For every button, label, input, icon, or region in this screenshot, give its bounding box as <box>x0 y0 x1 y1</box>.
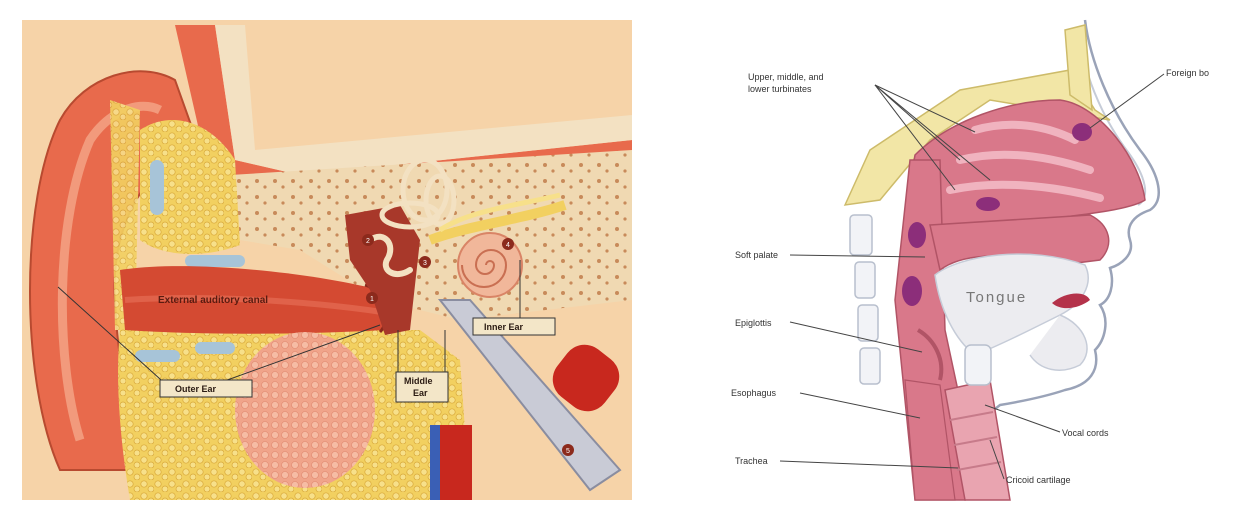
foreign-body-label: Foreign bo <box>1166 68 1209 78</box>
marker-3-text: 3 <box>423 260 427 267</box>
parotid-gland <box>235 332 375 488</box>
foreign-body-oropharynx <box>902 276 922 306</box>
cricoid-cartilage-label: Cricoid cartilage <box>1006 475 1071 485</box>
foreign-body-nose <box>1072 123 1092 141</box>
tongue-label: Tongue <box>966 289 1027 306</box>
cartilage-2 <box>185 255 245 267</box>
marker-4-text: 4 <box>506 242 510 249</box>
jugular-vein-red <box>440 425 472 500</box>
trachea-label: Trachea <box>735 456 768 466</box>
vocal-cords-label: Vocal cords <box>1062 428 1109 438</box>
cervical-spine <box>850 215 880 384</box>
outer-ear-label: Outer Ear <box>175 384 217 394</box>
inner-ear-label: Inner Ear <box>484 322 524 332</box>
middle-ear-label-line2: Ear <box>413 388 428 398</box>
marker-5-text: 5 <box>566 448 570 455</box>
marker-2-text: 2 <box>366 238 370 245</box>
cartilage-1 <box>150 160 164 215</box>
turbinates-label-line1: Upper, middle, and <box>748 72 824 82</box>
turbinates-label-line2: lower turbinates <box>748 84 812 94</box>
foreign-body-nasopharynx <box>908 222 926 248</box>
esophagus-label: Esophagus <box>731 388 777 398</box>
cartilage-3 <box>135 350 180 362</box>
jugular-vein-blue <box>430 425 440 500</box>
ear-diagram: External auditory canal Outer Ear Middle <box>22 20 632 500</box>
foreign-body-turbinate <box>976 197 1000 211</box>
cartilage-4 <box>195 342 235 354</box>
epiglottis-label: Epiglottis <box>735 318 772 328</box>
soft-palate-label: Soft palate <box>735 250 778 260</box>
airway-diagram: Tongue Upper, middle, and <box>731 20 1209 500</box>
thyroid-cartilage <box>965 345 991 385</box>
marker-1-text: 1 <box>370 296 374 303</box>
middle-ear-label-line1: Middle <box>404 376 433 386</box>
canal-label: External auditory canal <box>158 295 268 306</box>
esophagus-leader <box>800 393 920 418</box>
